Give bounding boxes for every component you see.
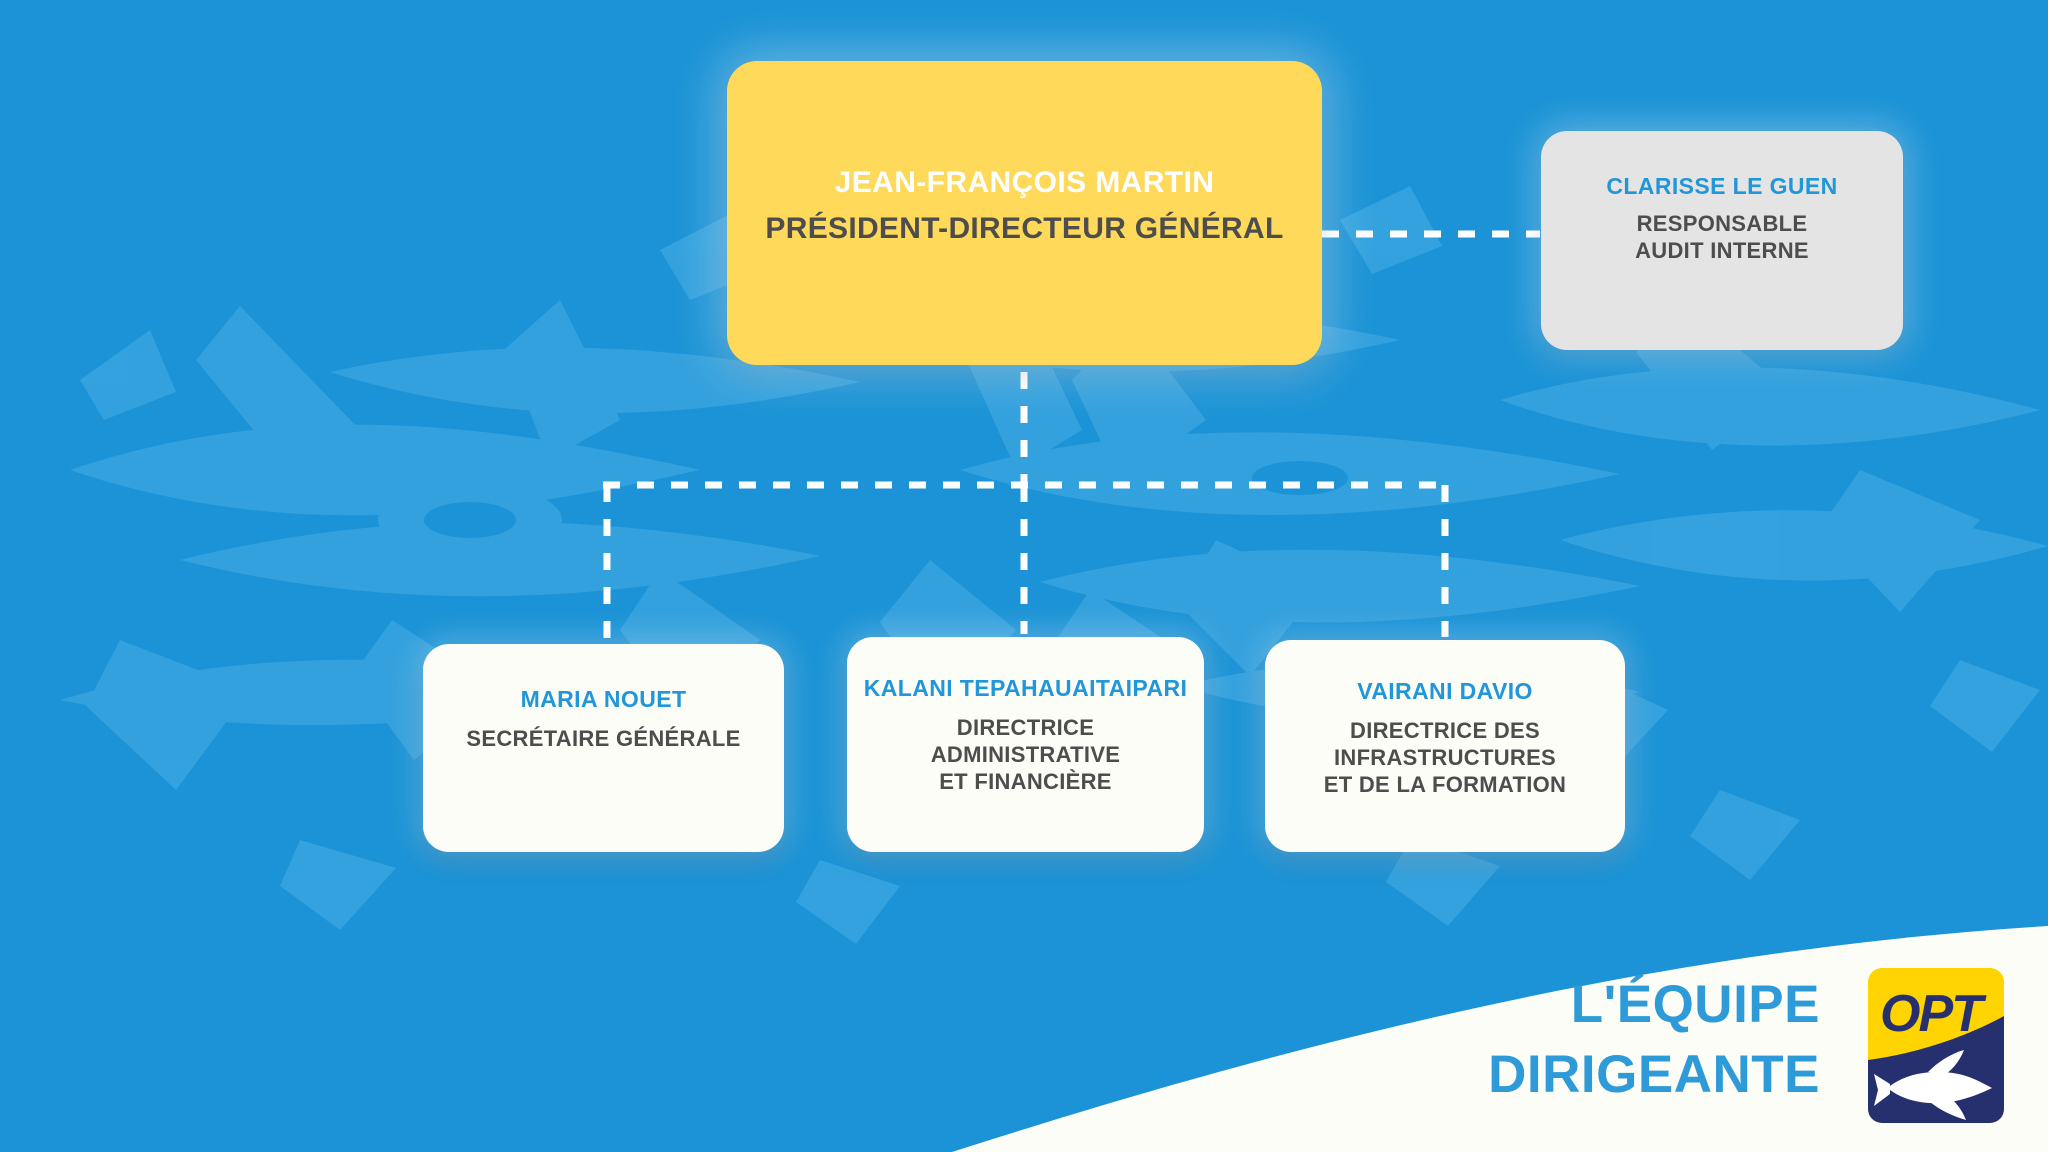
card-secretaire-generale[interactable]: MARIA NOUET SECRÉTAIRE GÉNÉRALE: [423, 644, 784, 852]
card-name: KALANI TEPAHAUAITAIPARI: [863, 675, 1188, 701]
card-name: CLARISSE LE GUEN: [1606, 173, 1838, 199]
card-role: DIRECTRICE DES INFRASTRUCTURES ET DE LA …: [1324, 718, 1567, 798]
fish-icon: [1874, 1050, 1992, 1120]
card-responsable-audit-interne[interactable]: CLARISSE LE GUEN RESPONSABLE AUDIT INTER…: [1541, 131, 1903, 350]
card-role-line3: ET FINANCIÈRE: [939, 768, 1112, 794]
opt-logo: OPT: [1868, 968, 2004, 1123]
card-role: PRÉSIDENT-DIRECTEUR GÉNÉRAL: [765, 212, 1284, 246]
card-name: MARIA NOUET: [520, 686, 687, 712]
card-role-line2: INFRASTRUCTURES: [1333, 744, 1557, 770]
card-name: VAIRANI DAVIO: [1357, 678, 1533, 704]
card-role-line1: SECRÉTAIRE GÉNÉRALE: [466, 726, 741, 752]
card-president-directeur-general[interactable]: JEAN-FRANÇOIS MARTIN PRÉSIDENT-DIRECTEUR…: [727, 61, 1322, 365]
card-role: SECRÉTAIRE GÉNÉRALE: [466, 726, 740, 753]
card-role-line3: ET DE LA FORMATION: [1323, 771, 1567, 797]
card-role-line1: DIRECTRICE: [956, 715, 1095, 741]
footer-title-line1: L'ÉQUIPE: [1570, 975, 1820, 1034]
card-directrice-infrastructures-formation[interactable]: VAIRANI DAVIO DIRECTRICE DES INFRASTRUCT…: [1265, 640, 1625, 852]
card-role-line2: ADMINISTRATIVE: [930, 741, 1121, 767]
card-role-line1: RESPONSABLE: [1636, 211, 1808, 237]
card-directrice-administrative-financiere[interactable]: KALANI TEPAHAUAITAIPARI DIRECTRICE ADMIN…: [847, 637, 1204, 852]
svg-text:OPT: OPT: [1880, 985, 1987, 1043]
footer-title: L'ÉQUIPE DIRIGEANTE: [1430, 970, 1820, 1111]
card-role-line1: DIRECTRICE DES: [1350, 718, 1540, 744]
card-role: DIRECTRICE ADMINISTRATIVE ET FINANCIÈRE: [931, 715, 1121, 795]
card-role: RESPONSABLE AUDIT INTERNE: [1635, 211, 1809, 265]
logo-wordmark: OPT: [1880, 985, 1989, 1043]
footer-title-line2: DIRIGEANTE: [1488, 1045, 1820, 1105]
card-name: JEAN-FRANÇOIS MARTIN: [834, 166, 1215, 199]
card-role-line2: AUDIT INTERNE: [1635, 237, 1809, 263]
